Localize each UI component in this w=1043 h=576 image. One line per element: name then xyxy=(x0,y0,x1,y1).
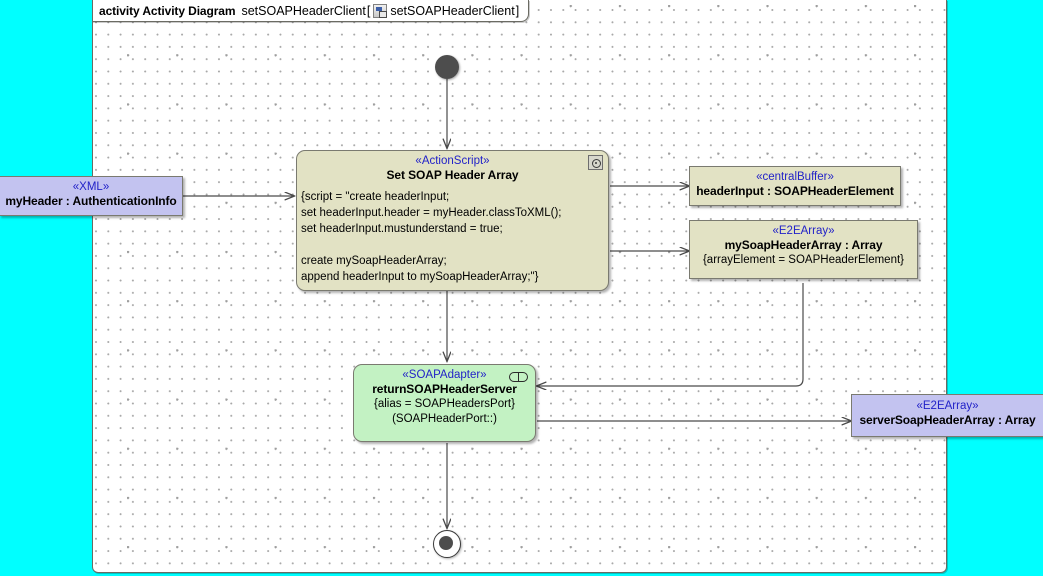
frame-title-bar: activity Activity Diagram setSOAPHeaderC… xyxy=(92,0,530,22)
action-node-set-soap-header-array[interactable]: «ActionScript» Set SOAP Header Array {sc… xyxy=(296,150,609,291)
adapter-node-port: (SOAPHeaderPort::) xyxy=(392,413,497,425)
object-node-serverarray-stereotype: «E2EArray» xyxy=(916,400,979,412)
central-buffer-label: headerInput : SOAPHeaderElement xyxy=(696,184,894,198)
frame-bracket-open: [ xyxy=(366,3,371,18)
activity-diagram-icon xyxy=(373,3,388,18)
object-node-serversoapheaderarray[interactable]: «E2EArray» serverSoapHeaderArray : Array xyxy=(851,394,1043,437)
array-node-property: {arrayElement = SOAPHeaderElement} xyxy=(702,254,905,266)
action-node-script: {script = "create headerInput; set heade… xyxy=(301,191,562,283)
adapter-node-stereotype: «SOAPAdapter» xyxy=(402,369,487,381)
object-node-myheader-label: myHeader : AuthenticationInfo xyxy=(5,194,177,208)
central-buffer-stereotype: «centralBuffer» xyxy=(756,171,834,183)
adapter-node-property: {alias = SOAPHeadersPort} xyxy=(374,398,515,410)
edge-array-to-adapter xyxy=(537,283,804,386)
action-script-icon xyxy=(588,155,603,170)
central-buffer-node-headerinput[interactable]: «centralBuffer» headerInput : SOAPHeader… xyxy=(689,166,901,206)
frame-keyword: activity Activity Diagram xyxy=(99,3,236,18)
action-node-title: Set SOAP Header Array xyxy=(386,168,519,182)
object-node-myheader[interactable]: «XML» myHeader : AuthenticationInfo xyxy=(0,176,183,216)
initial-node[interactable] xyxy=(435,55,459,79)
array-node-mysoapheaderarray[interactable]: «E2EArray» mySoapHeaderArray : Array {ar… xyxy=(689,220,918,279)
action-node-stereotype: «ActionScript» xyxy=(415,155,490,167)
object-node-serverarray-label: serverSoapHeaderArray : Array xyxy=(859,413,1036,427)
activity-final-node[interactable] xyxy=(433,530,461,558)
frame-name: setSOAPHeaderClient xyxy=(241,3,366,18)
object-node-myheader-stereotype: «XML» xyxy=(72,181,110,193)
array-node-label: mySoapHeaderArray : Array xyxy=(724,238,883,252)
frame-bracket-close: ] xyxy=(515,3,520,18)
frame-qualified-name: setSOAPHeaderClient xyxy=(390,3,515,18)
adapter-node-title: returnSOAPHeaderServer xyxy=(372,382,517,396)
soap-adapter-pill-icon xyxy=(509,372,528,382)
adapter-node-returnsoapheaderserver[interactable]: «SOAPAdapter» returnSOAPHeaderServer {al… xyxy=(353,364,536,442)
array-node-stereotype: «E2EArray» xyxy=(772,225,835,237)
